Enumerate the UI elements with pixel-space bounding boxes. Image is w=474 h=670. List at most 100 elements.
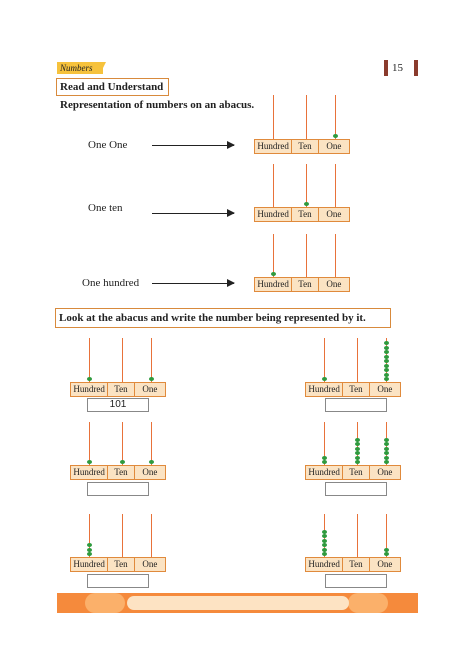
example-arrow-one <box>152 141 235 149</box>
bead-hundred <box>87 460 92 464</box>
bead-one <box>384 460 389 464</box>
page-bar-left <box>384 60 388 76</box>
chapter-label: Numbers <box>60 63 93 73</box>
column-label-hundred: Hundred <box>255 208 293 221</box>
column-label-hundred: Hundred <box>71 558 109 571</box>
footer-glow-right <box>348 593 388 613</box>
example-arrow-hundred <box>152 279 235 287</box>
column-label-one: One <box>377 559 393 569</box>
column-label-ten: Ten <box>108 383 135 396</box>
bead-one <box>384 552 389 556</box>
page-bar-right <box>414 60 418 76</box>
column-label-ten: Ten <box>292 140 319 153</box>
bead-one <box>384 354 389 359</box>
rod-ten <box>306 164 307 207</box>
answer-box-1[interactable]: 101 <box>87 398 149 412</box>
rod-hundred <box>89 422 90 465</box>
bead-hundred <box>322 547 327 552</box>
bead-one <box>384 345 389 350</box>
section-title: Read and Understand <box>60 81 164 93</box>
answer-box-3[interactable] <box>87 574 149 588</box>
rod-hundred <box>324 422 325 465</box>
bead-hundred <box>271 272 276 276</box>
bead-hundred <box>322 543 327 547</box>
rod-one <box>151 422 152 465</box>
rod-hundred <box>273 95 274 139</box>
column-label-ten: Ten <box>343 383 370 396</box>
bead-ten <box>355 437 360 442</box>
footer-band <box>57 593 418 613</box>
bead-hundred <box>322 552 327 556</box>
bead-one <box>333 134 338 138</box>
column-label-hundred: Hundred <box>71 466 109 479</box>
column-label-hundred: Hundred <box>255 278 293 291</box>
column-label-hundred: Hundred <box>306 558 344 571</box>
answer-box-2[interactable] <box>87 482 149 496</box>
bead-ten <box>355 446 360 451</box>
bead-one <box>384 455 389 460</box>
answer-box-5[interactable] <box>325 482 387 496</box>
bead-one <box>384 350 389 354</box>
answer-box-4[interactable] <box>325 398 387 412</box>
bead-hundred <box>87 552 92 556</box>
rod-one <box>335 164 336 207</box>
column-label-one: One <box>326 209 342 219</box>
column-label-ten: Ten <box>343 466 370 479</box>
rod-one <box>386 514 387 557</box>
column-label-one: One <box>377 467 393 477</box>
chapter-chip: Numbers <box>57 62 103 74</box>
bead-one <box>384 377 389 381</box>
exercise-instruction-box: Look at the abacus and write the number … <box>55 308 391 328</box>
rod-ten <box>122 338 123 382</box>
bead-one <box>384 442 389 446</box>
example-label-hundred: One hundred <box>82 277 140 289</box>
bead-one <box>384 547 389 552</box>
bead-one <box>149 377 154 381</box>
rod-hundred <box>89 338 90 382</box>
bead-one <box>384 359 389 363</box>
rod-one <box>151 514 152 557</box>
chapter-chip-tail <box>100 62 106 74</box>
column-label-one: One <box>142 467 158 477</box>
bead-hundred <box>322 455 327 460</box>
rod-one <box>335 234 336 277</box>
rod-hundred <box>273 164 274 207</box>
footer-glow-left <box>85 593 125 613</box>
column-label-one: One <box>326 279 342 289</box>
bead-one <box>384 446 389 451</box>
bead-one <box>384 363 389 368</box>
rod-ten <box>357 338 358 382</box>
rod-ten <box>122 514 123 557</box>
bead-ten <box>120 460 125 464</box>
section-title-box: Read and Understand <box>56 78 169 96</box>
page-number: 15 <box>392 62 403 74</box>
column-label-ten: Ten <box>292 278 319 291</box>
bead-one <box>384 437 389 442</box>
bead-ten <box>355 442 360 446</box>
column-label-hundred: Hundred <box>71 383 109 396</box>
answer-box-6[interactable] <box>325 574 387 588</box>
column-label-ten: Ten <box>292 208 319 221</box>
section-subtitle: Representation of numbers on an abacus. <box>60 99 255 111</box>
rod-one <box>151 338 152 382</box>
column-label-ten: Ten <box>108 466 135 479</box>
rod-hundred <box>324 338 325 382</box>
example-label-one: One One <box>88 139 128 151</box>
column-label-hundred: Hundred <box>306 383 344 396</box>
example-arrow-ten <box>152 209 235 217</box>
bead-hundred <box>87 547 92 552</box>
bead-one <box>384 341 389 345</box>
rod-ten <box>306 234 307 277</box>
bead-hundred <box>87 377 92 381</box>
